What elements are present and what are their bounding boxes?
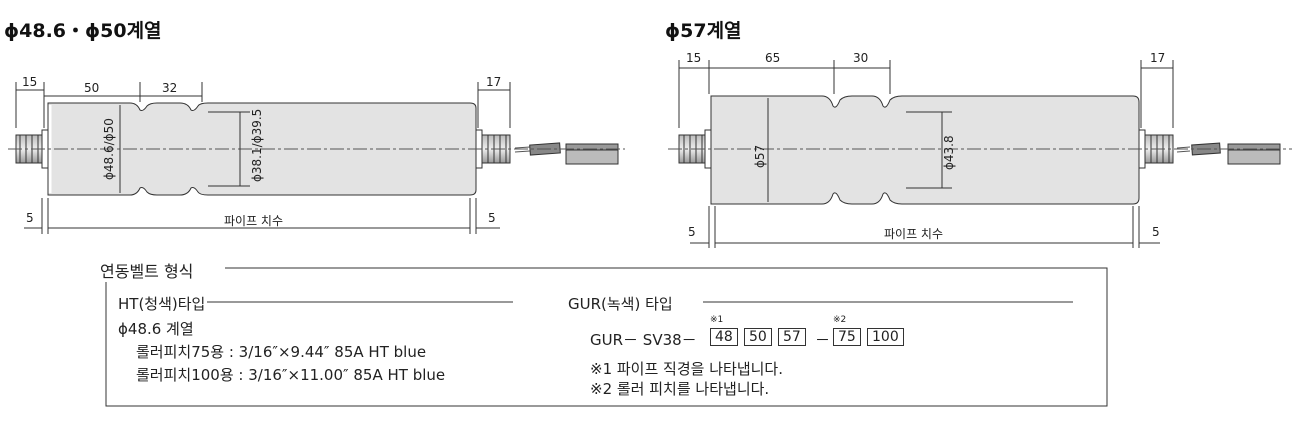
right-roller-body	[710, 95, 1140, 205]
ht-spec-100: 롤러피치100용 : 3/16″×11.00″ 85A HT blue	[136, 366, 446, 384]
gur-option-100: 100	[867, 328, 904, 346]
right-dia-outer: ϕ57	[753, 145, 767, 168]
right-dim-30: 30	[853, 51, 868, 65]
gur-mark-2: ※2	[833, 315, 847, 325]
gur-option-75: 75	[833, 328, 861, 346]
right-dim-65: 65	[765, 51, 780, 65]
gur-note-1: ※1 파이프 직경을 나타냅니다.	[590, 360, 783, 378]
left-dim-32: 32	[162, 81, 177, 95]
left-series-title: ϕ48.6・ϕ50계열	[4, 20, 162, 42]
gur-option-57: 57	[778, 328, 806, 346]
right-dim-15: 15	[686, 51, 701, 65]
left-dim-15: 15	[22, 75, 37, 89]
left-roller-drawing	[8, 82, 625, 234]
ht-series: ϕ48.6 계열	[118, 320, 194, 338]
left-dim-bottom-right: 5	[488, 211, 496, 225]
left-pipe-label: 파이프 치수	[224, 214, 283, 228]
gur-note-2: ※2 롤러 피치를 나타냅니다.	[590, 380, 770, 398]
left-dim-50: 50	[84, 81, 99, 95]
left-dia-inner: ϕ38.1/ϕ39.5	[250, 109, 264, 182]
right-dim-bottom-left: 5	[688, 225, 696, 239]
left-dia-outer: ϕ48.6/ϕ50	[102, 118, 116, 180]
ht-spec-75: 롤러피치75용 : 3/16″×9.44″ 85A HT blue	[136, 343, 427, 361]
left-dim-17: 17	[486, 75, 501, 89]
right-pipe-label: 파이프 치수	[884, 227, 943, 241]
gur-model-prefix: GUR－ SV38－	[590, 331, 697, 349]
gur-option-50: 50	[744, 328, 772, 346]
left-dim-bottom-left: 5	[26, 211, 34, 225]
gur-option-48: 48	[710, 328, 738, 346]
right-roller-drawing	[668, 60, 1292, 248]
ht-type-title: HT(청색)타입	[118, 293, 208, 314]
gur-type-title: GUR(녹색) 타입	[568, 293, 675, 314]
right-dim-17: 17	[1150, 51, 1165, 65]
gur-mark-1: ※1	[710, 315, 724, 325]
right-dia-inner: ϕ43.8	[942, 135, 956, 170]
right-dim-bottom-right: 5	[1152, 225, 1160, 239]
right-series-title: ϕ57계열	[665, 20, 742, 42]
gur-separator: －	[815, 331, 831, 349]
belt-section-title: 연동벨트 형식	[100, 258, 198, 282]
